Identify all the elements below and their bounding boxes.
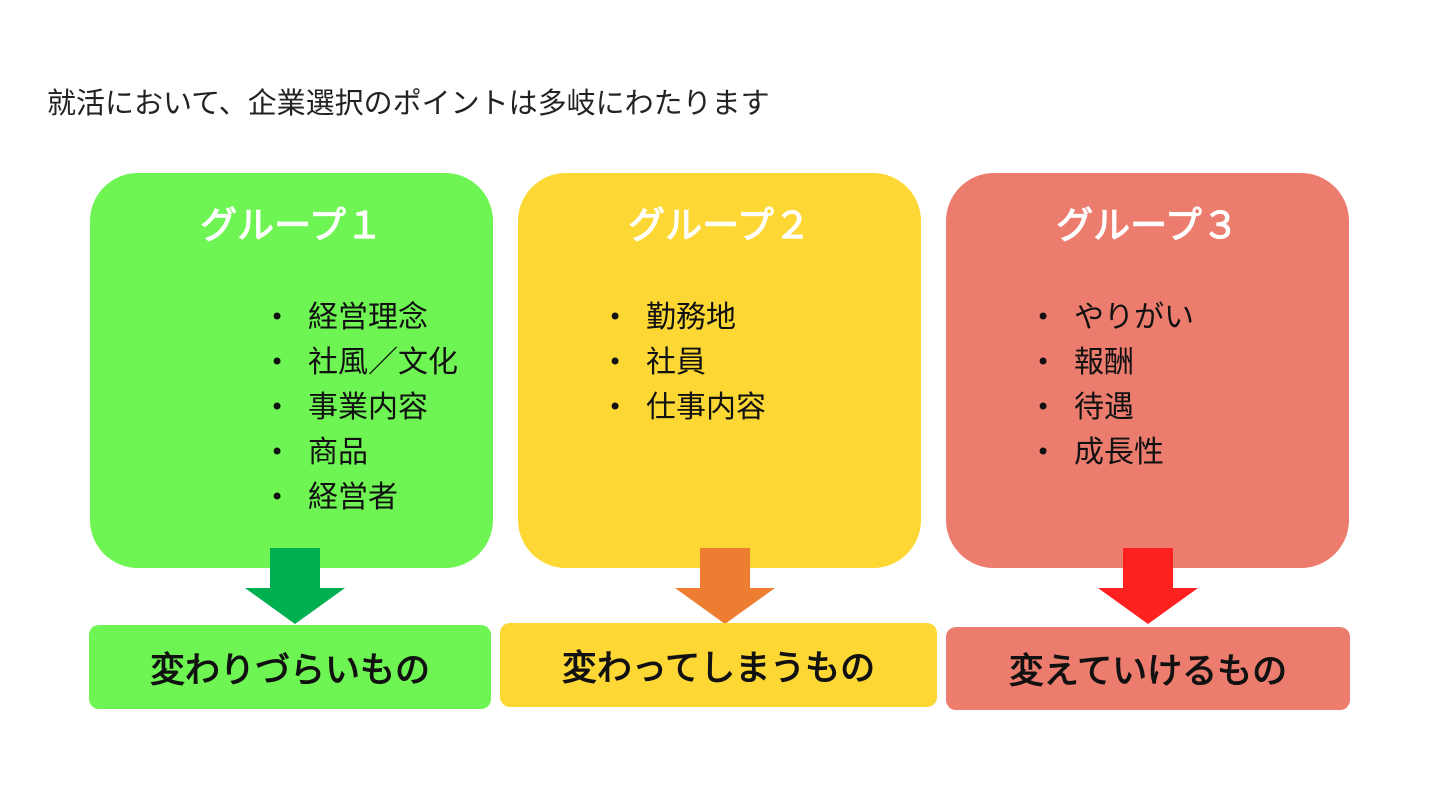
list-item: 経営者: [270, 475, 458, 520]
group-2-label: 変わってしまうもの: [500, 623, 937, 707]
group-3-label: 変えていけるもの: [946, 627, 1350, 710]
group-1-title: グループ１: [200, 204, 383, 247]
down-arrow-icon: [675, 548, 775, 624]
group-3-list: やりがい 報酬 待遇 成長性: [1036, 295, 1194, 475]
list-item: 経営理念: [270, 295, 458, 340]
list-item: 勤務地: [608, 295, 766, 340]
list-item: 成長性: [1036, 430, 1194, 475]
list-item: 商品: [270, 430, 458, 475]
list-item: 事業内容: [270, 385, 458, 430]
group-2-list: 勤務地 社員 仕事内容: [608, 295, 766, 430]
down-arrow-icon: [1098, 548, 1198, 624]
list-item: 仕事内容: [608, 385, 766, 430]
down-arrow-icon: [245, 548, 345, 624]
slide-heading: 就活において、企業選択のポイントは多岐にわたります: [47, 86, 770, 120]
group-1-list: 経営理念 社風／文化 事業内容 商品 経営者: [270, 295, 458, 520]
list-item: 待遇: [1036, 385, 1194, 430]
list-item: やりがい: [1036, 295, 1194, 340]
list-item: 社員: [608, 340, 766, 385]
list-item: 社風／文化: [270, 340, 458, 385]
group-3-card: グループ３ やりがい 報酬 待遇 成長性: [946, 173, 1349, 568]
group-2-card: グループ２ 勤務地 社員 仕事内容: [518, 173, 921, 568]
group-2-title: グループ２: [628, 204, 811, 247]
group-1-card: グループ１ 経営理念 社風／文化 事業内容 商品 経営者: [90, 173, 493, 568]
list-item: 報酬: [1036, 340, 1194, 385]
group-1-label: 変わりづらいもの: [89, 625, 491, 709]
group-3-title: グループ３: [1056, 204, 1239, 247]
